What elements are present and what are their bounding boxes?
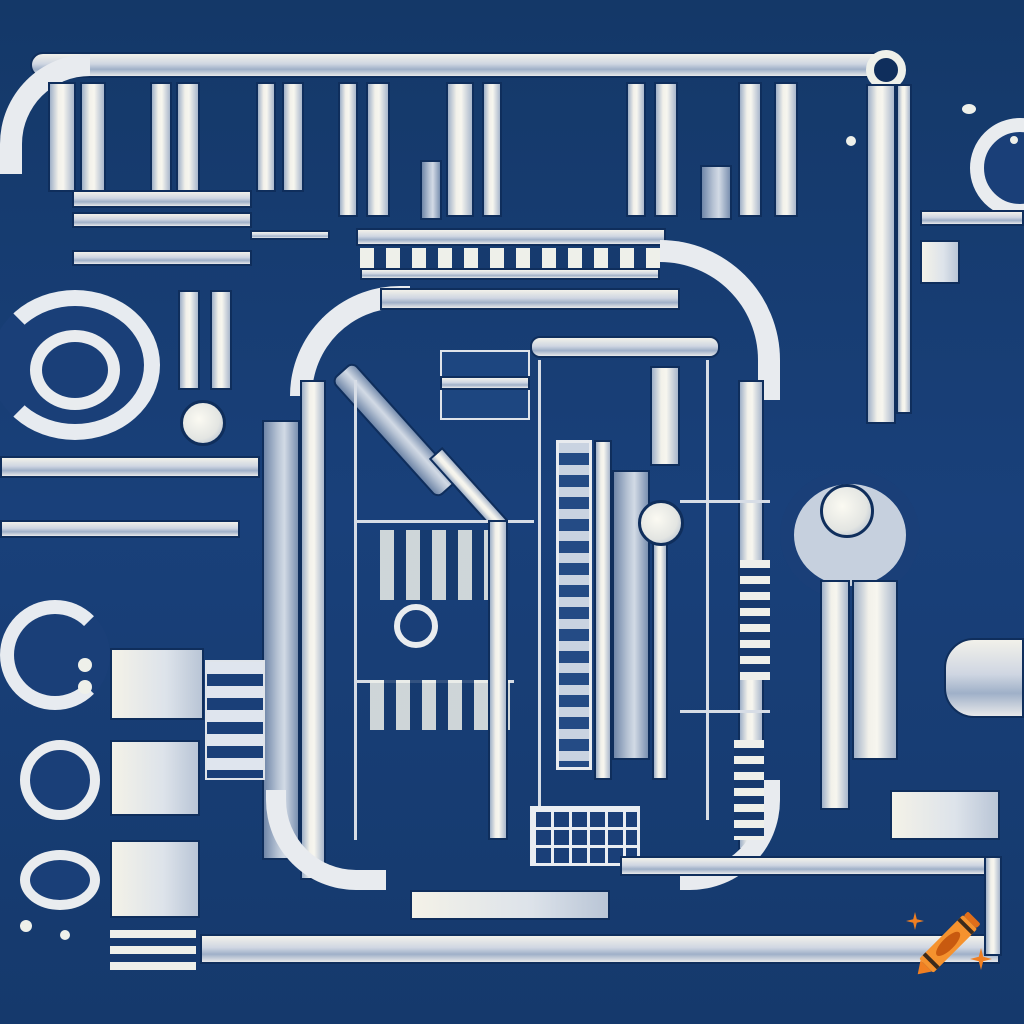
frame-line bbox=[354, 520, 534, 523]
right-pump-column bbox=[852, 580, 898, 760]
right-frame-pipe-2 bbox=[896, 84, 912, 414]
left-column bbox=[210, 290, 232, 390]
column bbox=[446, 82, 474, 217]
frame-line bbox=[680, 500, 770, 503]
central-loop-top bbox=[380, 288, 680, 310]
left-column bbox=[178, 290, 200, 390]
cabinet-block bbox=[110, 740, 200, 816]
tall-pipe bbox=[488, 520, 508, 840]
right-frame-pipe bbox=[866, 84, 896, 424]
central-loop-bottom-left bbox=[266, 790, 386, 890]
column bbox=[738, 82, 762, 217]
frame-line bbox=[354, 380, 357, 840]
bottom-rail bbox=[200, 934, 1000, 964]
rivet bbox=[78, 680, 92, 694]
column bbox=[48, 82, 76, 192]
bottom-right-post bbox=[984, 856, 1002, 956]
frame-line bbox=[706, 360, 709, 820]
right-bracket bbox=[920, 210, 1024, 226]
horizontal-bar bbox=[250, 230, 330, 240]
cabinet-block bbox=[110, 840, 200, 918]
left-knob bbox=[180, 400, 226, 446]
header-rail-2 bbox=[360, 268, 660, 280]
rivet bbox=[846, 136, 856, 146]
column bbox=[774, 82, 798, 217]
right-wheel-partial bbox=[970, 118, 1024, 218]
left-pipe-coil-inner bbox=[30, 330, 120, 410]
rivet bbox=[78, 658, 92, 672]
rivet bbox=[60, 930, 70, 940]
cabinet-block bbox=[110, 648, 204, 720]
ladder-column bbox=[556, 440, 592, 770]
frame-line bbox=[680, 710, 770, 713]
column-shadow bbox=[420, 160, 442, 220]
column bbox=[482, 82, 502, 217]
column bbox=[654, 82, 678, 217]
valve-bank bbox=[370, 680, 510, 730]
bottom-block bbox=[890, 790, 1000, 840]
column bbox=[80, 82, 106, 192]
slim-column bbox=[594, 440, 612, 780]
top-frame-pipe bbox=[30, 52, 900, 78]
bottom-block bbox=[410, 890, 610, 920]
column bbox=[366, 82, 390, 217]
column bbox=[176, 82, 200, 192]
central-bar bbox=[530, 336, 720, 358]
horizontal-bar bbox=[72, 212, 252, 228]
left-gauge bbox=[20, 850, 100, 910]
control-window bbox=[205, 660, 265, 780]
rail-supports bbox=[360, 248, 660, 268]
left-bar bbox=[0, 520, 240, 538]
horizontal-bar bbox=[72, 190, 252, 208]
right-coil bbox=[740, 560, 770, 680]
slim-column bbox=[650, 366, 680, 466]
horizontal-bar bbox=[72, 250, 252, 266]
slim-column bbox=[652, 520, 668, 780]
header-rail bbox=[356, 228, 666, 246]
bottom-rail-upper bbox=[620, 856, 1000, 876]
gauge bbox=[638, 500, 684, 546]
rivet bbox=[1010, 136, 1018, 144]
right-pump-core bbox=[820, 484, 874, 538]
left-gauge bbox=[20, 740, 100, 820]
small-valve-wheel bbox=[394, 604, 438, 648]
column bbox=[150, 82, 172, 192]
right-box bbox=[920, 240, 960, 284]
column bbox=[338, 82, 358, 217]
rivet bbox=[20, 920, 32, 932]
rivet bbox=[962, 104, 976, 114]
right-pump-column bbox=[820, 580, 850, 810]
left-gear bbox=[0, 600, 110, 710]
top-left-elbow-pipe bbox=[0, 54, 90, 174]
central-bar bbox=[440, 376, 530, 390]
column-shadow bbox=[700, 165, 732, 220]
sparkle-icon bbox=[970, 948, 992, 970]
sparkle-icon bbox=[906, 912, 924, 930]
crayon-icon bbox=[917, 912, 980, 975]
central-loop-left-outer bbox=[262, 420, 300, 860]
column bbox=[282, 82, 304, 192]
left-bar bbox=[0, 456, 260, 478]
column bbox=[626, 82, 646, 217]
column bbox=[256, 82, 276, 192]
grate-panel bbox=[530, 806, 640, 866]
vent-block bbox=[110, 930, 196, 970]
frame-line bbox=[538, 360, 541, 820]
right-coil bbox=[734, 740, 764, 840]
right-outlet-pipe bbox=[944, 638, 1024, 718]
